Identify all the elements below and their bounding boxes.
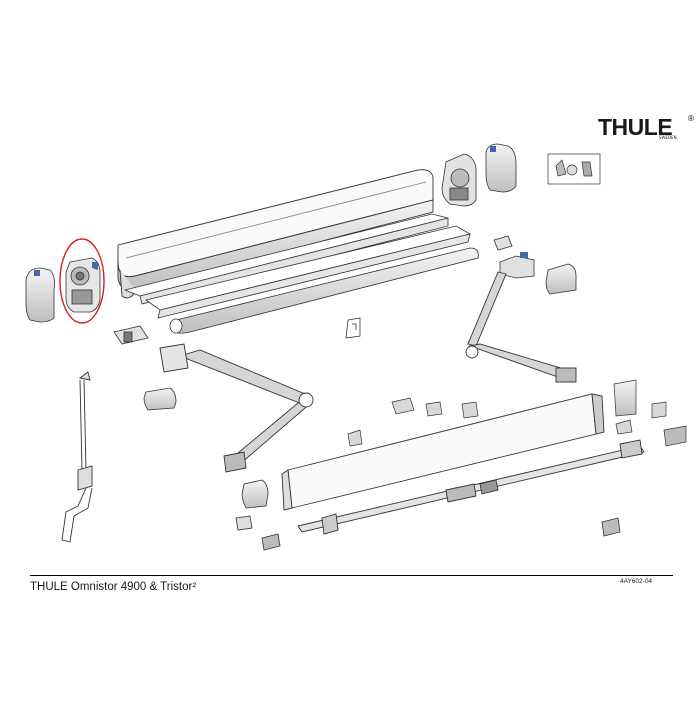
bottom-small-parts xyxy=(235,479,621,551)
diagram-title: THULE Omnistor 4900 & Tristor² xyxy=(30,581,197,593)
right-arm-top-bracket xyxy=(493,235,535,279)
support-arm-right xyxy=(465,271,577,383)
fabric-roller-tube xyxy=(169,247,479,334)
end-cap-gear-housing-left xyxy=(65,257,101,313)
fabric-profile-strip-upper xyxy=(123,213,449,305)
registered-mark: ® xyxy=(687,114,695,123)
thule-logo-text: THULE xyxy=(598,114,673,140)
arm-mount-bracket-left xyxy=(113,325,149,345)
highlight-circle xyxy=(59,238,105,324)
detail-inset-box xyxy=(547,153,601,185)
thule-logo: THULE ® SWEDEN xyxy=(598,114,695,148)
front-lead-rail xyxy=(281,393,605,511)
wall-bracket-cover-right xyxy=(545,263,577,295)
end-cap-right xyxy=(485,143,517,193)
bracket-cover-left xyxy=(143,387,177,411)
end-cap-gear-housing-right xyxy=(441,153,477,207)
footer-divider xyxy=(30,575,673,576)
support-arm-left xyxy=(159,343,314,473)
drawing-code: 4AY602-04 xyxy=(620,578,653,585)
fabric-profile-strip-lower xyxy=(145,225,472,319)
thule-logo-subtext: SWEDEN xyxy=(659,135,677,140)
end-cap-left xyxy=(25,267,55,323)
centre-clip xyxy=(345,317,361,339)
tension-bar xyxy=(297,439,645,535)
crank-handle xyxy=(61,371,93,543)
awning-case xyxy=(117,169,434,299)
